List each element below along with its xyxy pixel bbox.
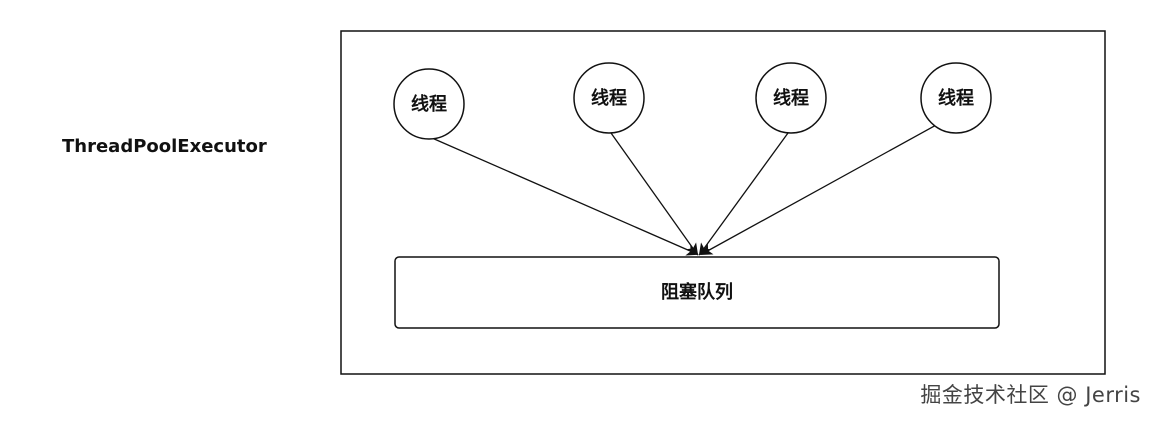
- queue-label: 阻塞队列: [661, 281, 733, 303]
- blocking-queue: 阻塞队列: [394, 256, 1000, 329]
- thread-label-2: 线程: [591, 87, 627, 109]
- thread-label-3: 线程: [773, 87, 809, 109]
- edge-thread-1-to-queue: [431, 137, 699, 256]
- edge-thread-3-to-queue: [698, 132, 789, 256]
- thread-node-1: 线程: [393, 68, 465, 140]
- thread-label-1: 线程: [411, 93, 447, 115]
- watermark: 掘金技术社区 @ Jerris: [920, 383, 1141, 407]
- edge-thread-4-to-queue: [700, 123, 939, 255]
- thread-node-3: 线程: [755, 62, 827, 134]
- executor-label: ThreadPoolExecutor: [62, 136, 267, 157]
- thread-label-4: 线程: [938, 87, 974, 109]
- edge-thread-2-to-queue: [610, 132, 699, 256]
- thread-node-2: 线程: [573, 62, 645, 134]
- thread-node-4: 线程: [920, 62, 992, 134]
